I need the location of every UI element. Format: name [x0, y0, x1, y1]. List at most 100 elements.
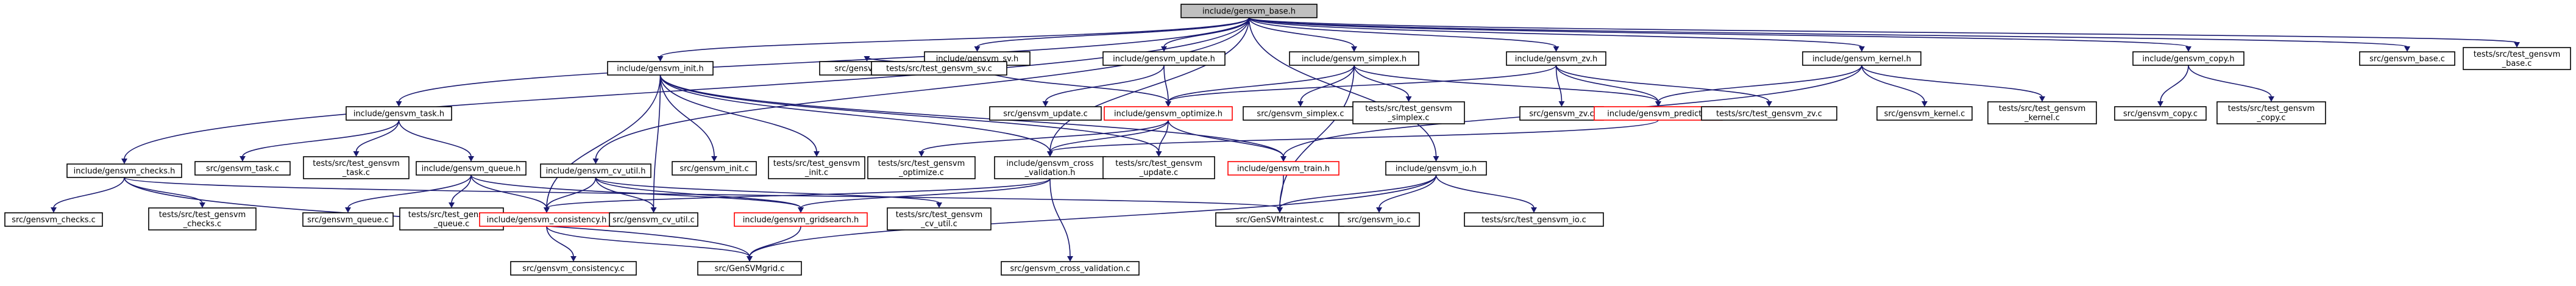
node-box — [1987, 101, 2097, 124]
dependency-edge — [470, 174, 547, 209]
file-node-test-simplex-c[interactable]: tests/src/test_gensvm_simplex.c — [1352, 101, 1465, 124]
file-node-simplex-h[interactable]: include/gensvm_simplex.h — [1289, 51, 1419, 66]
file-node-kernel-h[interactable]: include/gensvm_kernel.h — [1802, 51, 1921, 66]
file-node-test-update-c[interactable]: tests/src/test_gensvm_update.c — [1102, 156, 1215, 179]
dependency-edge — [242, 120, 400, 157]
file-node-base-h[interactable]: include/gensvm_base.h — [1180, 4, 1318, 18]
file-node-cross-validation-c[interactable]: src/gensvm_cross_validation.c — [1001, 261, 1140, 276]
dependency-edge — [124, 17, 1250, 160]
file-node-traintest-c[interactable]: src/GenSVMtraintest.c — [1215, 212, 1344, 227]
file-node-test-optimize-c[interactable]: tests/src/test_gensvm_optimize.c — [867, 156, 976, 179]
file-node-test-task-c[interactable]: tests/src/test_gensvm_task.c — [303, 156, 410, 179]
file-node-simplex-c[interactable]: src/gensvm_simplex.c — [1243, 106, 1358, 121]
node-label: src/GenSVMtraintest.c — [1236, 216, 1324, 225]
file-node-consistency-h[interactable]: include/gensvm_consistency.h — [479, 212, 614, 227]
edge-arrowhead — [2514, 42, 2520, 48]
file-node-io-c[interactable]: src/gensvm_io.c — [1338, 212, 1420, 227]
file-node-task-h[interactable]: include/gensvm_task.h — [346, 106, 452, 121]
file-node-queue-h[interactable]: include/gensvm_queue.h — [416, 161, 527, 176]
file-node-queue-c[interactable]: src/gensvm_queue.c — [302, 212, 394, 227]
file-node-zv-h[interactable]: include/gensvm_zv.h — [1506, 51, 1606, 66]
dependency-edge — [398, 120, 472, 157]
file-node-test-kernel-c[interactable]: tests/src/test_gensvm_kernel.c — [1987, 101, 2097, 124]
dependency-edge — [659, 74, 817, 152]
file-node-consistency-c[interactable]: src/gensvm_consistency.c — [510, 261, 637, 276]
file-node-test-copy-c[interactable]: tests/src/test_gensvm_copy.c — [2216, 101, 2326, 124]
file-node-update-h[interactable]: include/gensvm_update.h — [1102, 51, 1226, 66]
file-node-train-h[interactable]: include/gensvm_train.h — [1227, 161, 1339, 176]
edge-arrowhead — [240, 156, 246, 162]
node-label: src/gensvm_update.c — [1003, 110, 1088, 119]
file-node-test-sv-c[interactable]: tests/src/test_gensvm_sv.c — [871, 61, 1007, 76]
node-label: include/gensvm_task.h — [353, 110, 444, 119]
dependency-edge — [1049, 178, 1071, 257]
edge-arrowhead — [2039, 96, 2045, 102]
file-node-task-c[interactable]: src/gensvm_task.c — [194, 161, 291, 176]
dependency-edge — [1049, 17, 1250, 152]
node-box — [1102, 51, 1226, 66]
node-label: tests/src/test_gensvm — [159, 210, 246, 220]
node-label: src/gensvm_io.c — [1347, 216, 1411, 225]
dependency-edge — [1658, 65, 1862, 102]
dependency-edge — [546, 226, 574, 257]
edge-arrowhead — [1155, 151, 1162, 157]
file-node-copy-c[interactable]: src/gensvm_copy.c — [2114, 106, 2207, 121]
file-node-test-cv-util-c[interactable]: tests/src/test_gensvm_cv_util.c — [887, 207, 992, 231]
file-node-zv-c[interactable]: src/gensvm_zv.c — [1519, 106, 1604, 121]
node-box — [1385, 161, 1487, 176]
file-node-update-c[interactable]: src/gensvm_update.c — [989, 106, 1102, 121]
node-label: include/gensvm_checks.h — [74, 167, 176, 176]
node-label: include/gensvm_base.h — [1202, 7, 1296, 16]
dependency-edge — [347, 174, 472, 209]
file-node-copy-h[interactable]: include/gensvm_copy.h — [2132, 51, 2244, 66]
file-node-cv-util-c[interactable]: src/gensvm_cv_util.c — [609, 212, 698, 227]
file-node-io-h[interactable]: include/gensvm_io.h — [1385, 161, 1487, 176]
node-box — [672, 161, 757, 176]
edge-arrowhead — [570, 256, 577, 262]
node-label: _task.c — [342, 168, 370, 177]
edge-arrowhead — [1042, 101, 1049, 107]
node-label: src/gensvm_kernel.c — [1884, 110, 1965, 119]
dependency-edge — [659, 74, 715, 157]
file-node-predict-h[interactable]: include/gensvm_predict.h — [1594, 106, 1723, 121]
file-node-gridsearch-h[interactable]: include/gensvm_gridsearch.h — [734, 212, 868, 227]
node-label: tests/src/test_gensvm — [1365, 104, 1452, 113]
file-node-cross-validation-h[interactable]: include/gensvm_cross_validation.h — [994, 156, 1106, 179]
node-label: src/gensvm_queue.c — [307, 216, 389, 225]
file-node-test-init-c[interactable]: tests/src/test_gensvm_init.c — [768, 156, 865, 179]
dependency-edge — [595, 17, 1250, 160]
file-node-kernel-c[interactable]: src/gensvm_kernel.c — [1876, 106, 1973, 121]
file-node-test-zv-c[interactable]: tests/src/test_gensvm_zv.c — [1701, 106, 1837, 121]
node-label: src/gensvm_task.c — [206, 165, 279, 174]
node-label: _kernel.c — [2024, 113, 2060, 123]
node-box — [1701, 106, 1837, 121]
node-label: src/gensvm_checks.c — [12, 216, 96, 225]
dependency-edge — [1049, 120, 1169, 152]
dependency-edge — [595, 177, 801, 209]
dependency-edge — [659, 74, 1160, 152]
node-label: tests/src/test_gensvm — [313, 159, 400, 168]
node-label: include/gensvm_cv_util.h — [546, 167, 646, 176]
node-box — [303, 156, 410, 179]
node-box — [1289, 51, 1419, 66]
dependency-edge — [1279, 174, 1284, 209]
file-node-base-c[interactable]: src/gensvm_base.c — [2359, 51, 2455, 66]
file-node-optimize-h[interactable]: include/gensvm_optimize.h — [1104, 106, 1233, 121]
file-node-checks-h[interactable]: include/gensvm_checks.h — [66, 163, 182, 178]
edge-arrowhead — [1558, 101, 1565, 107]
file-node-checks-c[interactable]: src/gensvm_checks.c — [4, 212, 103, 227]
dependency-edge — [2188, 65, 2272, 98]
file-node-test-checks-c[interactable]: tests/src/test_gensvm_checks.c — [148, 207, 257, 231]
edge-arrowhead — [1553, 46, 1559, 52]
dependency-edge — [976, 17, 1250, 48]
node-box — [346, 106, 452, 121]
file-node-test-io-c[interactable]: tests/src/test_gensvm_io.c — [1464, 212, 1604, 227]
file-node-cv-util-h[interactable]: include/gensvm_cv_util.h — [540, 163, 651, 178]
edge-arrowhead — [1655, 101, 1661, 107]
file-node-test-base-c[interactable]: tests/src/test_gensvm_base.c — [2463, 47, 2571, 70]
file-node-init-c[interactable]: src/gensvm_init.c — [672, 161, 757, 176]
file-node-init-h[interactable]: include/gensvm_init.h — [607, 61, 714, 76]
edge-arrowhead — [1405, 96, 1412, 102]
node-box — [302, 212, 394, 227]
file-node-grid-c[interactable]: src/GenSVMgrid.c — [697, 261, 802, 276]
